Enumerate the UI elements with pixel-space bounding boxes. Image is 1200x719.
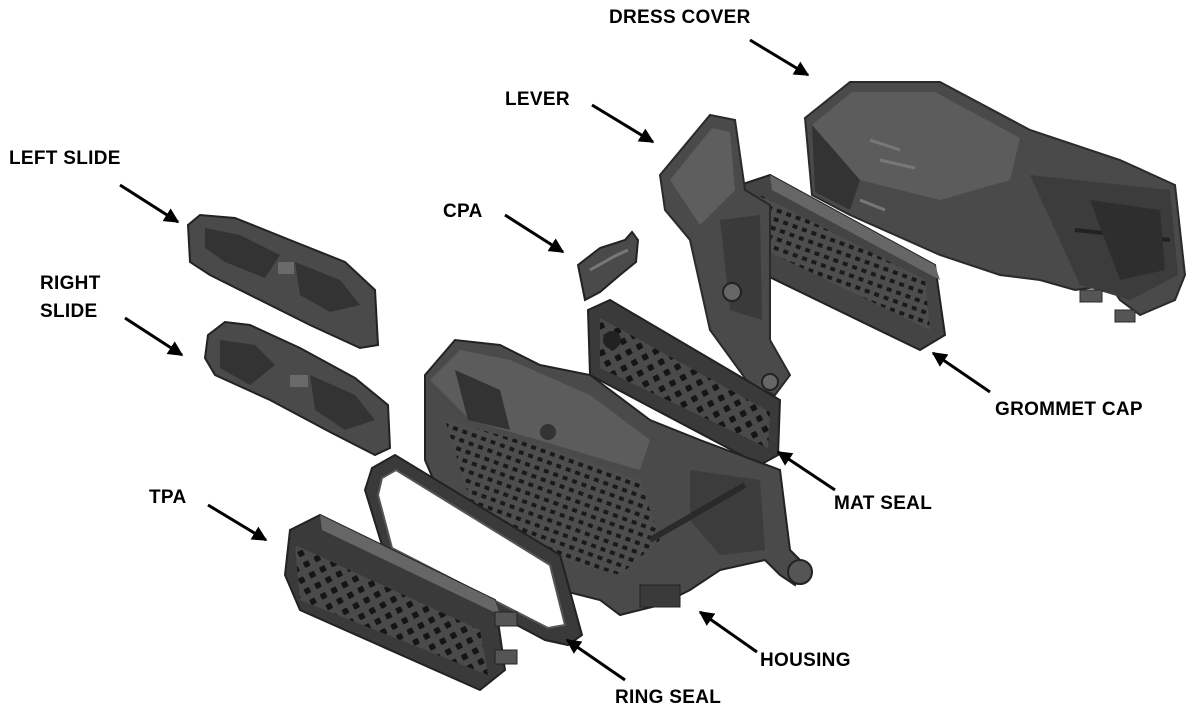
label-grommet-cap: GROMMET CAP <box>995 399 1143 420</box>
arrow-right-slide <box>124 316 184 357</box>
arrow-housing <box>698 610 758 654</box>
leader-arrows <box>119 38 991 682</box>
dress-cover-part <box>803 81 1187 323</box>
arrow-dress-cover <box>749 38 810 77</box>
arrow-left-slide <box>119 183 180 224</box>
right-slide-part <box>203 320 392 457</box>
grommet-cap-part <box>738 173 947 352</box>
left-slide-part <box>186 213 380 350</box>
arrow-cpa <box>504 213 565 254</box>
label-right-slide-line2: SLIDE <box>40 301 98 322</box>
label-right-slide: RIGHT SLIDE <box>40 270 130 326</box>
tpa-part <box>283 513 518 692</box>
lever-part <box>658 113 792 397</box>
label-lever: LEVER <box>505 89 570 110</box>
label-housing: HOUSING <box>760 650 851 671</box>
arrow-grommet-cap <box>931 351 991 394</box>
arrow-ring-seal <box>565 638 626 682</box>
label-tpa: TPA <box>149 487 187 508</box>
arrow-mat-seal <box>776 450 836 492</box>
label-mat-seal: MAT SEAL <box>834 493 933 514</box>
label-left-slide: LEFT SLIDE <box>9 148 121 169</box>
label-right-slide-line1: RIGHT <box>40 273 101 294</box>
ring-seal-part <box>363 453 584 647</box>
label-dress-cover: DRESS COVER <box>609 7 751 28</box>
label-ring-seal: RING SEAL <box>615 687 722 708</box>
cpa-part <box>576 230 640 302</box>
label-cpa: CPA <box>443 201 483 222</box>
arrow-lever <box>591 103 655 144</box>
arrow-tpa <box>207 503 268 542</box>
